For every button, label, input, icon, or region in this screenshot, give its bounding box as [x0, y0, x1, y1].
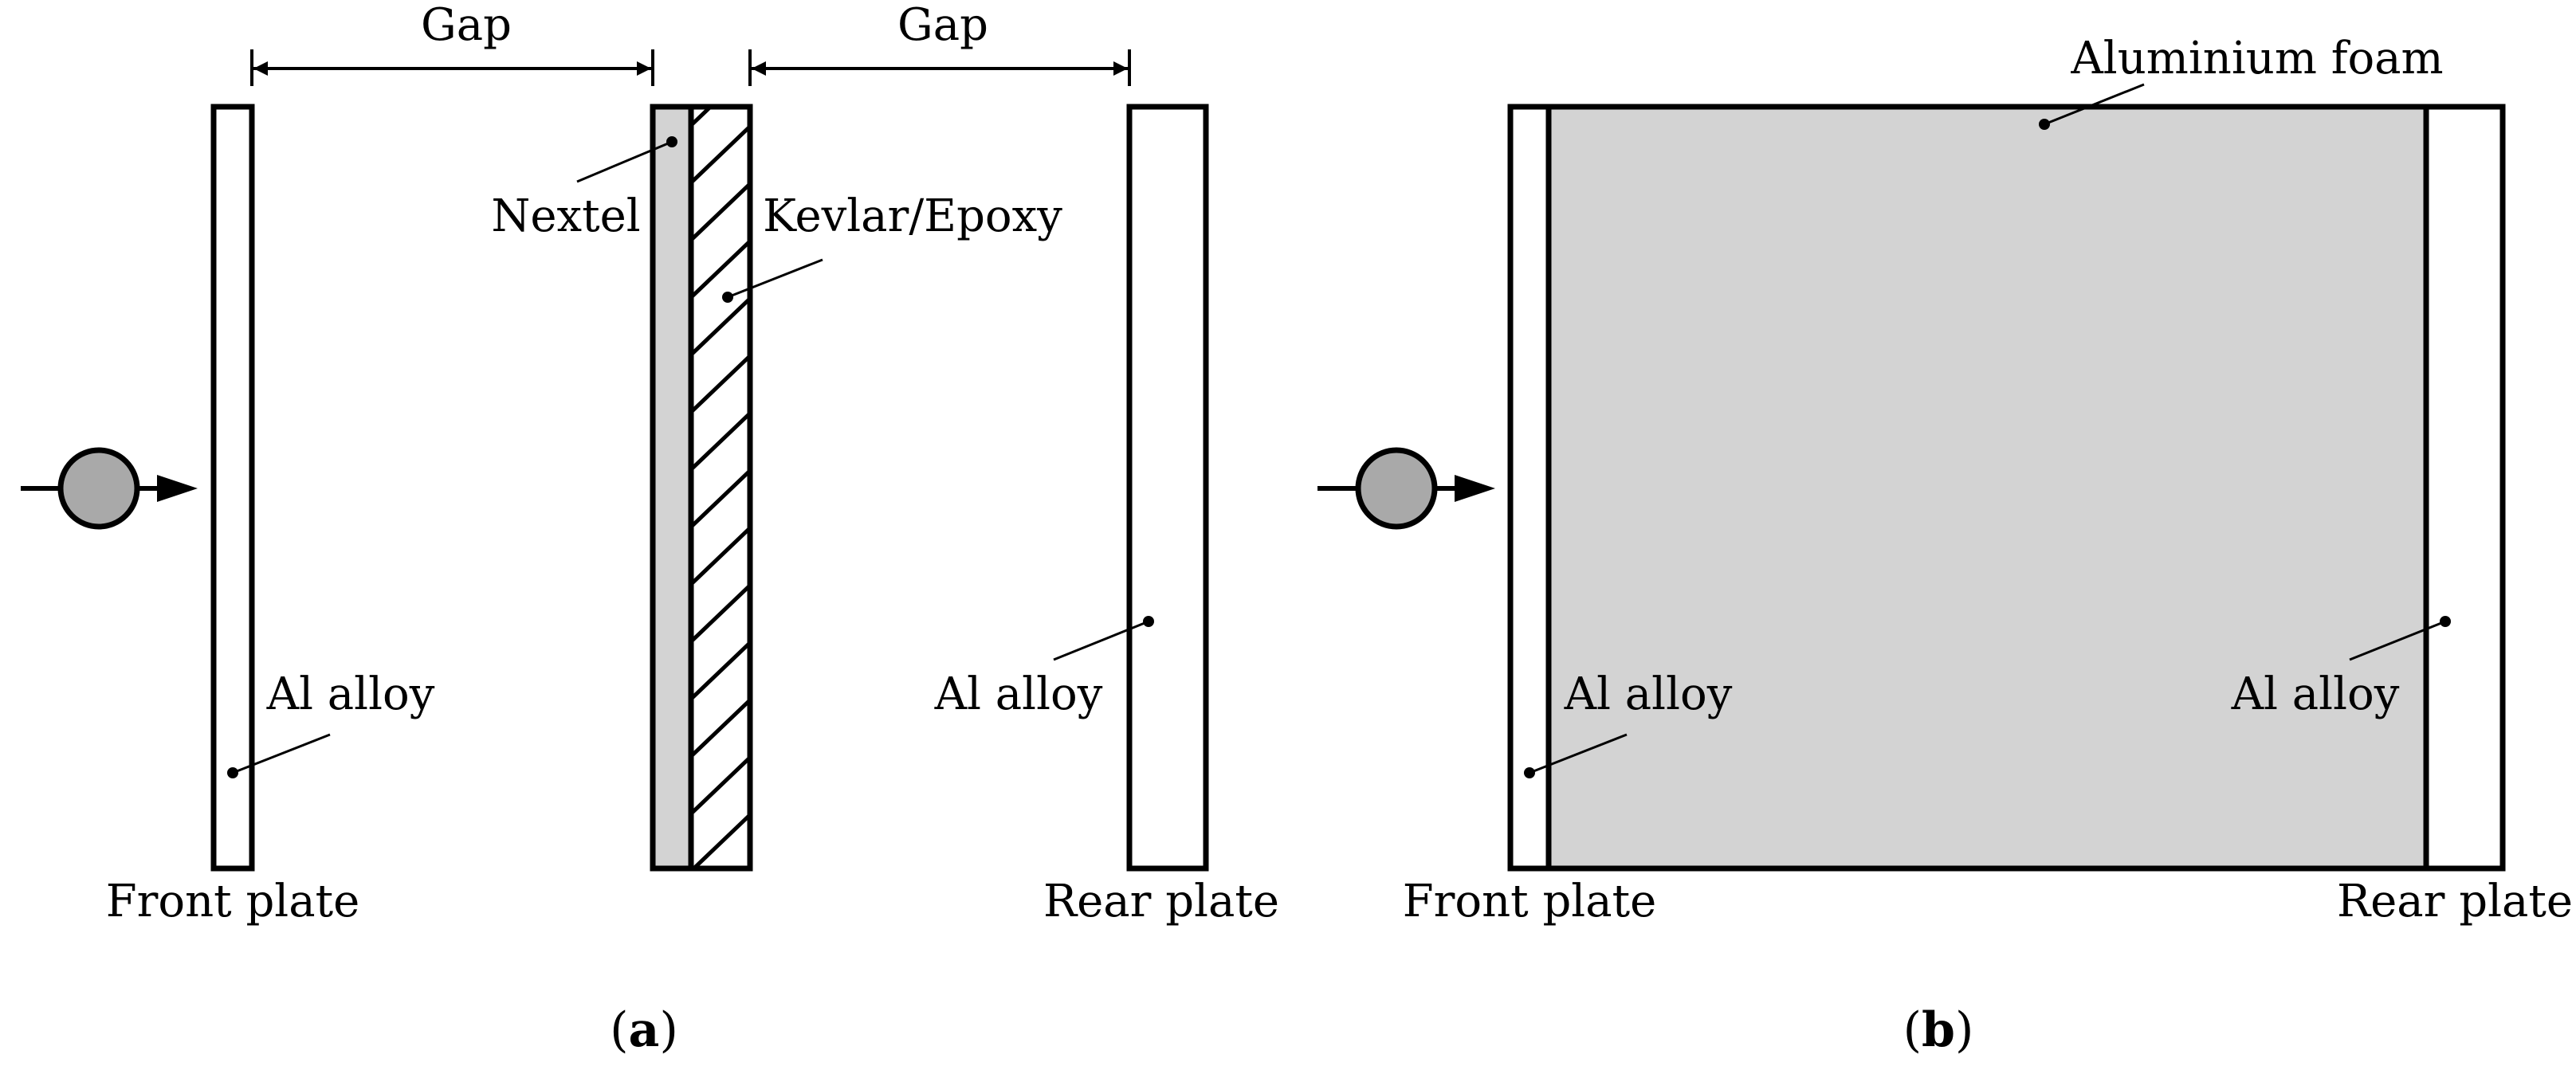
kevlar-label: Kevlar/Epoxy	[763, 190, 1062, 242]
hatch-line	[691, 296, 750, 358]
projectile-sphere-icon	[1355, 447, 1438, 530]
hatch-line	[691, 640, 750, 702]
front-material-label-a: Al alloy	[266, 668, 435, 720]
foam-leader-dot	[2039, 119, 2050, 130]
rear-material-leader-dot-a	[1143, 616, 1154, 627]
panel-b: Aluminium foam Al alloy Al alloy Front p…	[1317, 33, 2573, 1058]
hatch-line	[691, 525, 750, 587]
caption-a: (a)	[610, 1002, 678, 1058]
rear-material-label-a: Al alloy	[934, 668, 1103, 720]
rear-plate-a	[1126, 104, 1209, 872]
kevlar-leader	[727, 258, 823, 299]
rear-plate-label-a: Rear plate	[1043, 876, 1279, 927]
hatch-line	[691, 755, 750, 817]
arrow-head	[1455, 475, 1495, 502]
hatch-line	[691, 353, 750, 415]
gap-label-2: Gap	[897, 0, 988, 51]
rear-plate-label-b: Rear plate	[2337, 876, 2573, 927]
front-material-leader-dot-b	[1524, 767, 1535, 778]
rear-material-label-b: Al alloy	[2231, 668, 2400, 720]
nextel-leader	[576, 140, 673, 183]
front-material-label-b: Al alloy	[1564, 668, 1733, 720]
caption-b: (b)	[1903, 1002, 1974, 1058]
hatch-line	[691, 123, 750, 186]
front-plate-label-a: Front plate	[106, 876, 360, 927]
foam-leader	[2044, 83, 2145, 126]
kevlar-leader-dot	[722, 292, 733, 303]
hatch-line	[691, 468, 750, 530]
rear-material-leader-a	[1053, 620, 1149, 661]
projectile-sphere-icon	[57, 447, 140, 530]
hatch-line	[691, 410, 750, 472]
hatch-line	[691, 181, 750, 243]
gap-dimension-1	[250, 49, 654, 86]
hatch-line	[691, 238, 750, 300]
aluminium-foam-core	[1545, 104, 2429, 872]
front-material-leader-a	[232, 733, 331, 774]
front-plate-b	[1507, 104, 1552, 872]
arrow-head	[157, 475, 198, 502]
front-plate-a	[210, 104, 255, 872]
rear-material-leader-b	[2349, 620, 2446, 661]
front-plate-label-b: Front plate	[1403, 876, 1657, 927]
nextel-leader-dot	[666, 136, 677, 147]
hatch-line	[691, 107, 714, 128]
projectile-b	[1317, 447, 1495, 530]
hatch-line	[691, 812, 750, 868]
foam-label: Aluminium foam	[2070, 33, 2443, 84]
hatch-line	[691, 697, 750, 759]
hatch-line	[685, 867, 756, 934]
gap-label-1: Gap	[421, 0, 512, 51]
panel-a: Gap Gap Nextel Kevlar/Epoxy Al alloy Al …	[21, 0, 1279, 1058]
nextel-layer	[650, 104, 694, 872]
projectile-a	[21, 447, 198, 530]
gap-dimension-2	[748, 49, 1131, 86]
kevlar-epoxy-layer	[685, 104, 756, 934]
rear-material-leader-dot-b	[2440, 616, 2451, 627]
front-material-leader-dot-a	[227, 767, 238, 778]
nextel-label: Nextel	[491, 190, 640, 242]
rear-plate-b	[2423, 104, 2506, 872]
front-material-leader-b	[1529, 733, 1628, 774]
hatch-line	[691, 582, 750, 645]
